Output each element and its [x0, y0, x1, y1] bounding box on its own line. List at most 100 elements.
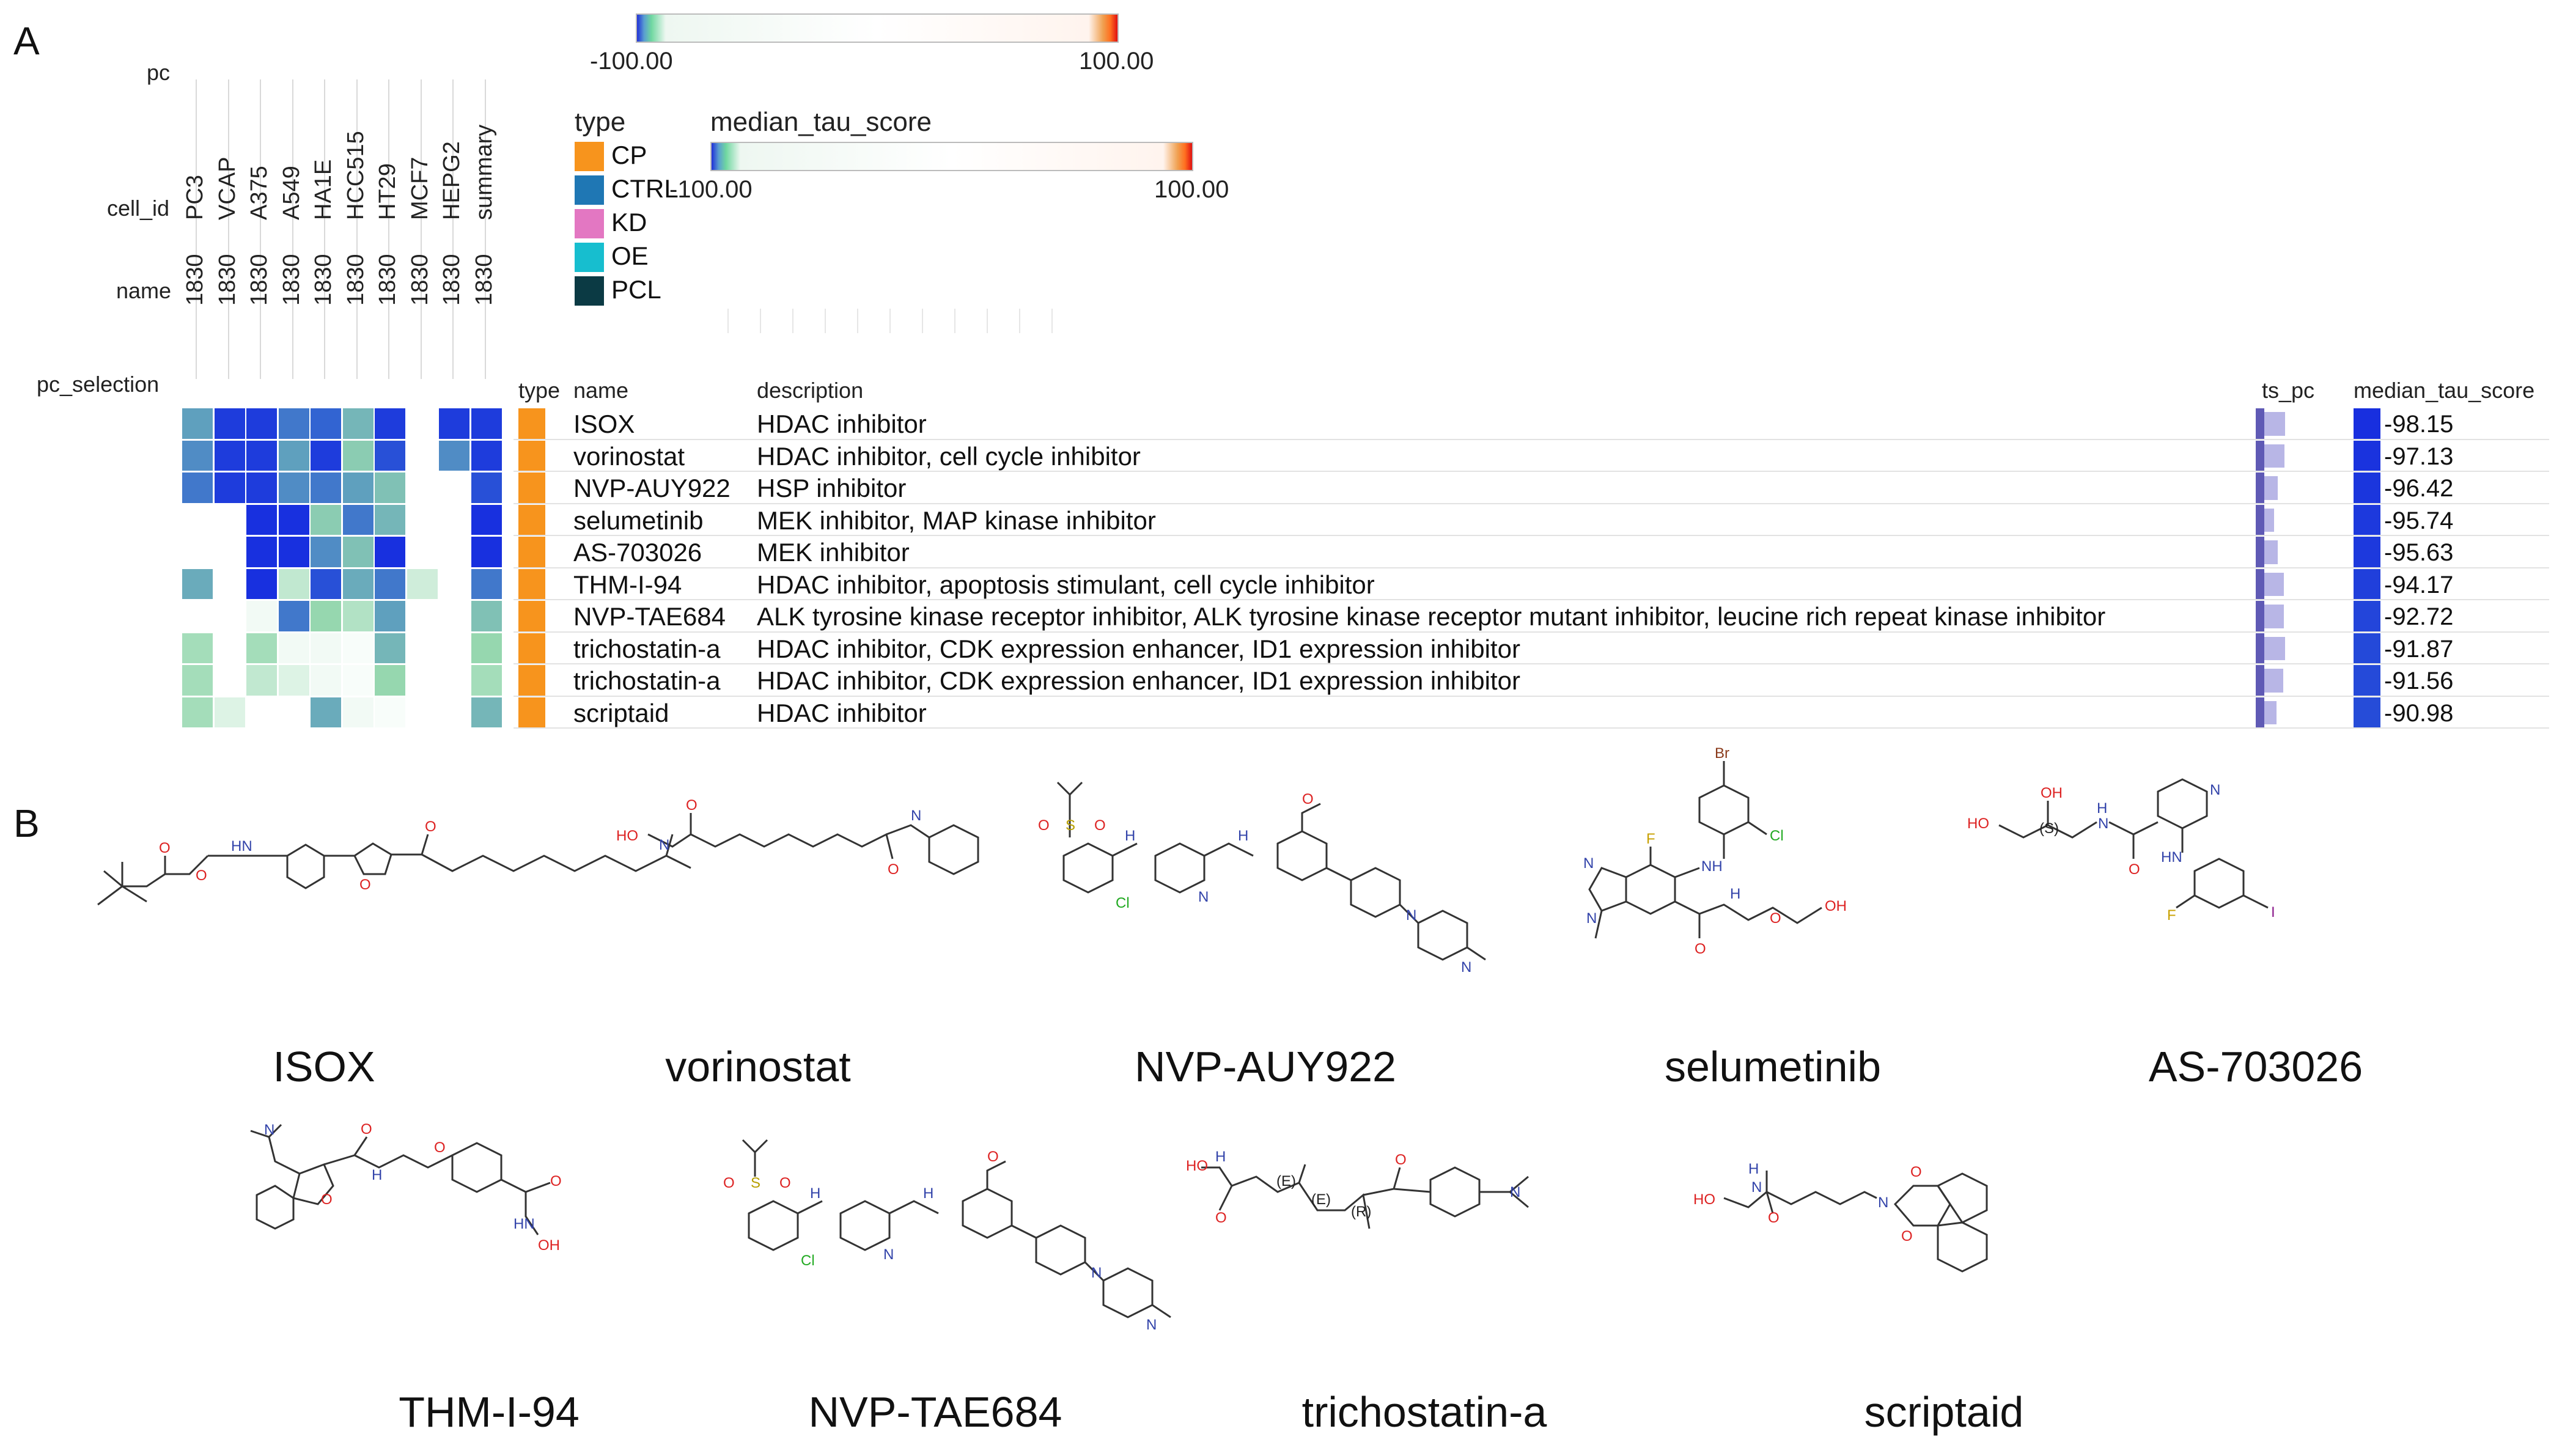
median-tau-swatch: [2354, 601, 2380, 631]
heatmap-cell: [471, 665, 502, 696]
atom-h-n: H: [1215, 1149, 1226, 1165]
table-row-description: HDAC inhibitor, CDK expression enhancer,…: [757, 634, 1520, 663]
structure-selumetinib: Br Cl NH F N N O H O OH: [1583, 745, 1847, 957]
median-tau-value: -94.17: [2384, 571, 2454, 598]
median-tau-swatch: [2354, 537, 2380, 567]
atom-e-stereo: (E): [1276, 1173, 1296, 1189]
column-name: 1830: [342, 254, 369, 306]
median-tau-value: -96.42: [2384, 475, 2454, 502]
column-name: 1830: [311, 254, 336, 306]
heatmap-cell: [311, 665, 341, 696]
atom-ho: HO: [1967, 815, 1989, 832]
table-header-median-tau-score: median_tau_score: [2354, 378, 2535, 403]
legend-tick: [792, 309, 793, 333]
atom-o: O: [425, 818, 436, 835]
legend-score-min: -100.00: [669, 176, 753, 203]
atom-o: O: [1038, 817, 1050, 834]
heatmap-cell: [246, 665, 277, 696]
heatmap-cell: [342, 633, 374, 663]
heatmap-cell: [278, 568, 309, 599]
heatmap-cell: [214, 408, 245, 439]
top-colorbar: [636, 13, 1119, 43]
atom-hn: HN: [2161, 849, 2182, 866]
column-guide-line: [420, 79, 422, 379]
atom-h: H: [923, 1185, 933, 1202]
atom-ho-n: HO: [1186, 1158, 1208, 1174]
heatmap-cell: [471, 601, 502, 631]
column-name: 1830: [375, 254, 400, 306]
table-row-name: scriptaid: [573, 698, 669, 727]
table-row-divider: [514, 438, 2549, 440]
atom-n: N: [264, 1122, 274, 1138]
table-row-name: selumetinib: [573, 506, 704, 535]
legend-swatch: [575, 209, 604, 238]
legend-tick: [889, 309, 891, 333]
median-tau-value: -90.98: [2384, 699, 2454, 727]
panel-b-label: B: [13, 801, 40, 845]
column-name: 1830: [182, 254, 208, 306]
column-name: 1830: [471, 254, 497, 306]
table-row-divider: [514, 502, 2549, 504]
molecule-name: NVP-TAE684: [808, 1388, 1062, 1436]
top-colorbar-min: -100.00: [590, 48, 673, 75]
median-tau-value: -97.13: [2384, 443, 2454, 470]
heatmap-cell: [214, 440, 245, 471]
column-guide-line: [292, 79, 293, 379]
table-header-ts-pc: ts_pc: [2262, 378, 2315, 403]
heatmap-cell: [278, 408, 309, 439]
heatmap-cell: [278, 665, 309, 696]
atom-o: O: [2129, 861, 2140, 878]
median-tau-swatch: [2354, 633, 2380, 663]
heatmap-cell: [342, 504, 374, 535]
table-row-description: HSP inhibitor: [757, 474, 907, 502]
atom-n: N: [2210, 782, 2220, 798]
heatmap-cell: [182, 568, 213, 599]
table-row-name: NVP-AUY922: [573, 474, 731, 502]
table-header-type: type: [518, 378, 561, 403]
heatmap-cell: [471, 440, 502, 471]
column-cell-id: HT29: [375, 163, 400, 220]
heatmap-cell: [311, 440, 341, 471]
atom-o: O: [434, 1139, 446, 1156]
heatmap-cell: [342, 408, 374, 439]
atom-n: N: [1586, 910, 1597, 927]
table-row-description: HDAC inhibitor, apoptosis stimulant, cel…: [757, 570, 1375, 599]
heatmap-cell: [342, 537, 374, 567]
atom-o: O: [1770, 910, 1781, 927]
heatmap-cell: [246, 408, 277, 439]
atom-n: N: [1510, 1184, 1520, 1200]
atom-o: O: [1910, 1164, 1922, 1180]
atom-o: O: [196, 867, 207, 884]
atom-oh: OH: [538, 1237, 560, 1254]
atom-oh: OH: [2041, 785, 2063, 801]
column-name: 1830: [439, 254, 465, 306]
legend-score-max: 100.00: [1154, 176, 1229, 203]
median-tau-swatch: [2354, 408, 2380, 439]
table-row-divider: [514, 727, 2549, 729]
heatmap-cell: [214, 472, 245, 503]
table-type-swatch: [518, 601, 545, 631]
heatmap-cell: [311, 633, 341, 663]
legend-tick: [760, 309, 761, 333]
atom-oh: OH: [1825, 898, 1847, 914]
heatmap-cell: [182, 665, 213, 696]
column-guide-line: [356, 79, 358, 379]
atom-n: N: [883, 1246, 894, 1263]
ts-pc-base: [2256, 697, 2264, 727]
table-row-divider: [514, 471, 2549, 472]
atom-o: O: [1395, 1152, 1407, 1168]
ts-pc-bar: [2264, 444, 2284, 468]
table-row-name: NVP-TAE684: [573, 602, 726, 631]
column-cell-id: HCC515: [342, 131, 369, 220]
median-tau-value: -91.56: [2384, 667, 2454, 694]
heatmap-cell: [246, 440, 277, 471]
column-cell-id: HA1E: [311, 159, 336, 220]
row-label-pc: pc: [147, 60, 171, 85]
atom-s: S: [1066, 817, 1075, 834]
column-cell-id: A549: [278, 166, 304, 220]
table-row-description: HDAC inhibitor, CDK expression enhancer,…: [757, 666, 1520, 695]
median-tau-swatch: [2354, 665, 2380, 696]
legend-tick: [922, 309, 923, 333]
structure-trichostatin-a: HO H O (E) (E) (R) O N: [1186, 1149, 1529, 1229]
heatmap-cell: [182, 472, 213, 503]
